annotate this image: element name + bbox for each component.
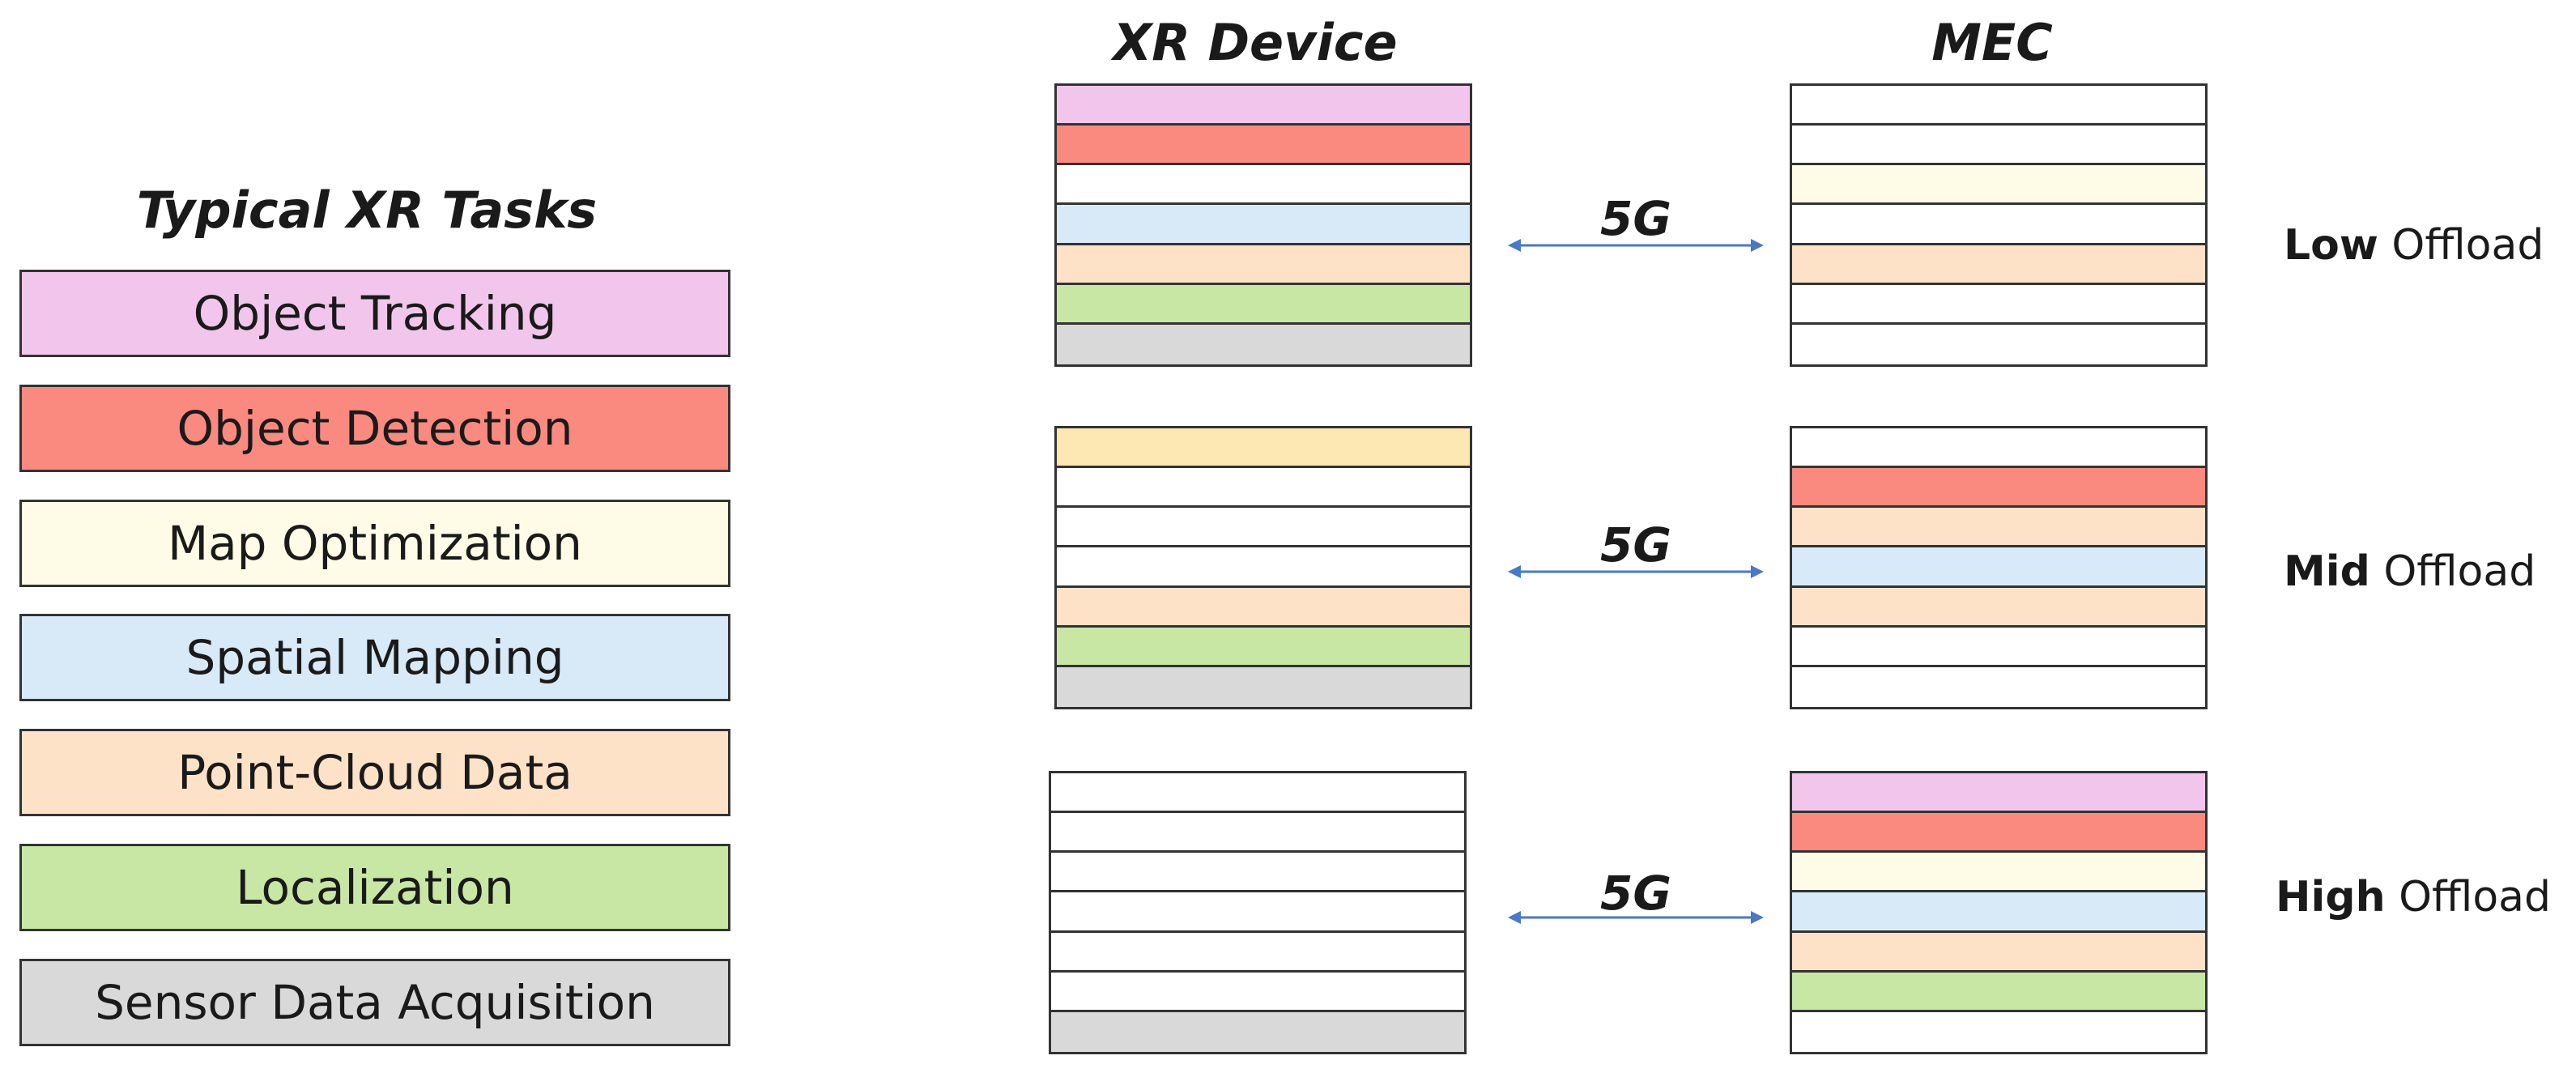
layer-spatial-mapping — [1057, 205, 1470, 245]
layer-empty — [1051, 773, 1464, 814]
layer-sensor-data-acquisition — [1057, 324, 1470, 364]
legend-item-point-cloud-data: Point-Cloud Data — [19, 729, 730, 816]
legend-item-label: Object Detection — [177, 401, 573, 456]
layer-empty — [1792, 666, 2205, 707]
layer-empty — [1057, 547, 1470, 588]
offload-label-high: High Offload — [2276, 869, 2551, 926]
legend-item-label: Point-Cloud Data — [177, 745, 573, 800]
offload-suffix: Offload — [2378, 221, 2544, 270]
layer-empty — [1051, 813, 1464, 854]
offload-level: Low — [2284, 221, 2378, 270]
bidirectional-arrow-icon — [1508, 911, 1764, 924]
legend-item-object-detection: Object Detection — [19, 385, 730, 472]
link-label-5g: 5G — [1600, 866, 1671, 921]
offload-suffix: Offload — [2369, 547, 2536, 596]
offload-level: Mid — [2284, 547, 2370, 596]
link-label-5g: 5G — [1600, 517, 1671, 573]
xr-device-stack-low — [1054, 83, 1472, 367]
legend-item-label: Spatial Mapping — [185, 630, 564, 685]
offload-level: High — [2276, 873, 2386, 922]
xr-device-stack-high — [1049, 771, 1467, 1054]
layer-empty — [1057, 508, 1470, 548]
layer-map-optimization — [1792, 853, 2205, 893]
layer-map-optimization — [1792, 165, 2205, 206]
legend-title: Typical XR Tasks — [136, 181, 598, 240]
layer-object-detection — [1057, 126, 1470, 166]
layer-object-detection — [1792, 468, 2205, 509]
layer-empty — [1792, 126, 2205, 166]
offload-suffix: Offload — [2385, 873, 2552, 922]
layer-spatial-mapping — [1792, 547, 2205, 588]
layer-sensor-data-acquisition — [1057, 666, 1470, 707]
layer-empty — [1792, 205, 2205, 245]
layer-sensor-data-acquisition — [1051, 1011, 1464, 1052]
layer-empty — [1057, 468, 1470, 509]
layer-empty — [1051, 892, 1464, 933]
layer-empty — [1792, 428, 2205, 469]
layer-empty — [1792, 284, 2205, 325]
link-label-5g: 5G — [1600, 191, 1671, 246]
layer-point-cloud-data — [1792, 508, 2205, 548]
layer-localization — [1792, 972, 2205, 1012]
mec-header: MEC — [1931, 13, 2053, 72]
mec-stack-low — [1790, 83, 2208, 367]
legend-item-label: Map Optimization — [168, 516, 582, 571]
legend-item-map-optimization: Map Optimization — [19, 500, 730, 587]
layer-localization — [1057, 627, 1470, 667]
legend-item-object-tracking: Object Tracking — [19, 270, 730, 357]
layer-empty — [1051, 972, 1464, 1012]
layer-point-cloud-data — [1792, 245, 2205, 285]
layer-empty — [1051, 853, 1464, 893]
layer-point-cloud-data — [1057, 245, 1470, 285]
layer-point-cloud-data — [1792, 932, 2205, 973]
legend-item-localization: Localization — [19, 844, 730, 931]
layer-point-cloud-data — [1057, 587, 1470, 628]
legend-item-label: Sensor Data Acquisition — [95, 975, 655, 1030]
layer-point-cloud-data — [1792, 587, 2205, 628]
layer-empty — [1792, 86, 2205, 126]
legend-item-sensor-data-acquisition: Sensor Data Acquisition — [19, 959, 730, 1046]
layer-map-optimization — [1057, 428, 1470, 469]
layer-spatial-mapping — [1792, 892, 2205, 933]
layer-empty — [1051, 932, 1464, 973]
mec-stack-high — [1790, 771, 2208, 1054]
bidirectional-arrow-icon — [1508, 239, 1764, 252]
layer-empty — [1792, 324, 2205, 364]
offload-label-mid: Mid Offload — [2284, 543, 2536, 600]
layer-object-tracking — [1792, 773, 2205, 814]
layer-object-tracking — [1057, 86, 1470, 126]
layer-empty — [1792, 1011, 2205, 1052]
layer-localization — [1057, 284, 1470, 325]
layer-empty — [1792, 627, 2205, 667]
bidirectional-arrow-icon — [1508, 565, 1764, 578]
layer-object-detection — [1792, 813, 2205, 854]
legend-item-spatial-mapping: Spatial Mapping — [19, 614, 730, 701]
xr-device-stack-mid — [1054, 426, 1472, 709]
offload-label-low: Low Offload — [2284, 217, 2544, 274]
xr-device-header: XR Device — [1113, 13, 1398, 72]
legend-item-label: Object Tracking — [193, 286, 557, 341]
legend-item-label: Localization — [236, 860, 514, 915]
layer-empty — [1057, 165, 1470, 206]
mec-stack-mid — [1790, 426, 2208, 709]
